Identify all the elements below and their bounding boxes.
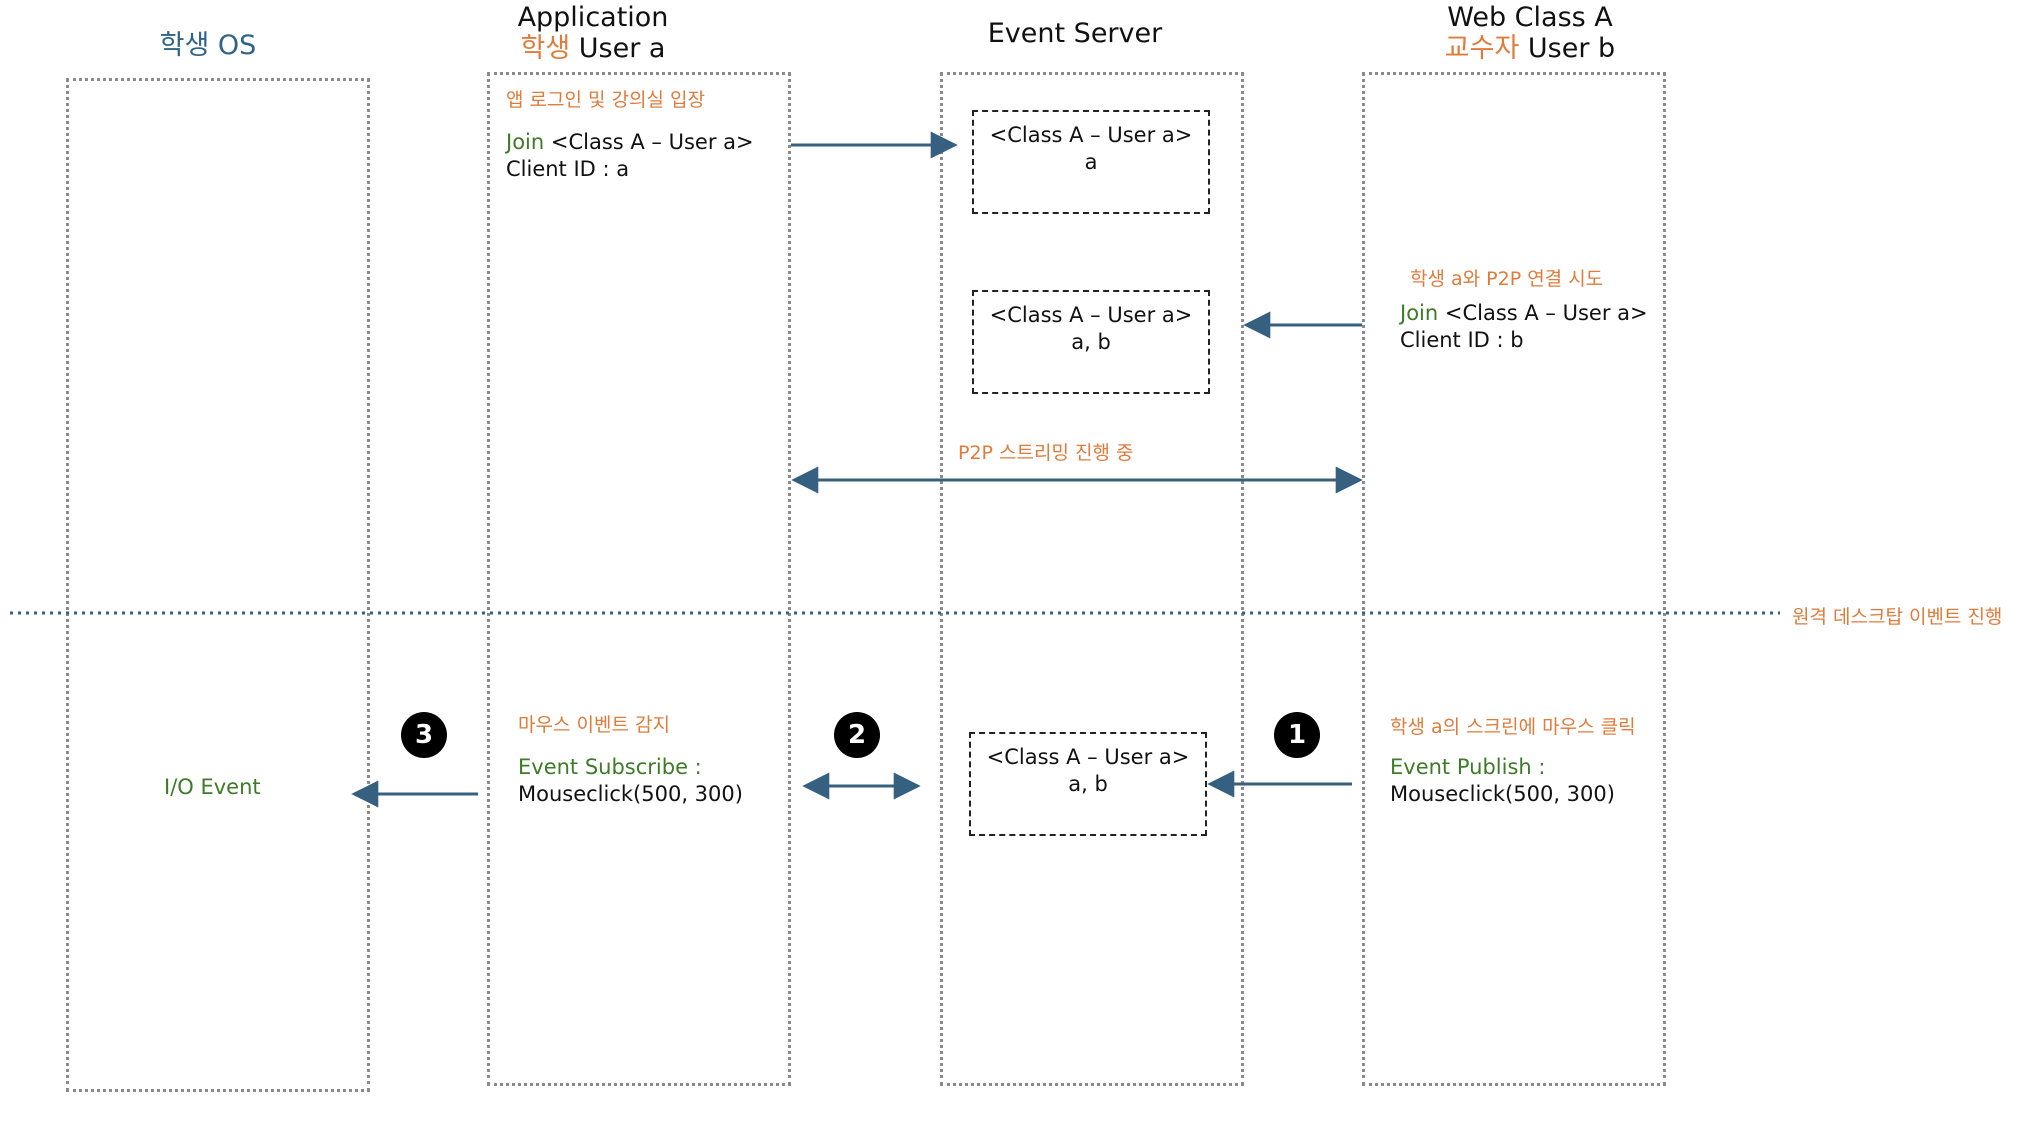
step-1-badge: 1 [1274,712,1320,758]
header-event-server: Event Server [987,18,1163,49]
web-join-keyword: Join [1400,301,1439,325]
web-client-id: Client ID : b [1400,328,1524,352]
server-box-2: <Class A – User a> a, b [972,290,1210,394]
app-join-keyword: Join [506,130,545,154]
lane-student-os [66,78,370,1092]
step-2-badge: 2 [834,712,880,758]
mouse-event-note: 마우스 이벤트 감지 [518,714,670,736]
header-web-class-user: User b [1519,33,1616,64]
subscribe-label: Event Subscribe : [518,755,702,779]
login-note: 앱 로그인 및 강의실 입장 [506,89,705,111]
mouse-click-note: 학생 a의 스크린에 마우스 클릭 [1390,716,1636,738]
server-box-3-title: <Class A – User a> [986,745,1190,769]
header-web-class-sub: 교수자 User b [1410,33,1650,64]
web-join-target: <Class A – User a> [1438,301,1648,325]
header-application: Application 학생 User a [478,2,708,64]
app-join-line: Join <Class A – User a> [506,129,754,156]
header-application-user: User a [570,33,666,64]
subscribe-value: Mouseclick(500, 300) [518,782,743,806]
remote-desktop-note: 원격 데스크탑 이벤트 진행 [1792,606,2003,628]
p2p-attempt-note: 학생 a와 P2P 연결 시도 [1410,268,1604,290]
step-3-badge: 3 [401,712,447,758]
web-join-line: Join <Class A – User a> [1400,300,1648,327]
server-box-3-members: a, b [1068,772,1108,796]
server-box-3: <Class A – User a> a, b [969,732,1207,836]
header-web-class-role: 교수자 [1444,33,1520,64]
lane-web-class [1362,72,1666,1086]
header-web-class: Web Class A 교수자 User b [1410,2,1650,64]
header-application-role: 학생 [520,33,571,64]
server-box-1-members: a [1084,150,1098,174]
server-box-1: <Class A – User a> a [972,110,1210,214]
server-box-2-title: <Class A – User a> [989,303,1193,327]
app-join-target: <Class A – User a> [544,130,754,154]
header-application-sub: 학생 User a [478,33,708,64]
lane-event-server [940,72,1244,1086]
app-client-id: Client ID : a [506,157,630,181]
publish-value: Mouseclick(500, 300) [1390,782,1615,806]
lane-application [487,72,791,1086]
header-web-class-title: Web Class A [1447,2,1613,33]
header-application-title: Application [517,2,669,33]
server-box-2-members: a, b [1071,330,1111,354]
publish-label: Event Publish : [1390,755,1546,779]
server-box-1-title: <Class A – User a> [989,123,1193,147]
io-event-label: I/O Event [164,775,261,799]
streaming-note: P2P 스트리밍 진행 중 [958,442,1134,464]
header-student-os: 학생 OS [159,30,257,61]
